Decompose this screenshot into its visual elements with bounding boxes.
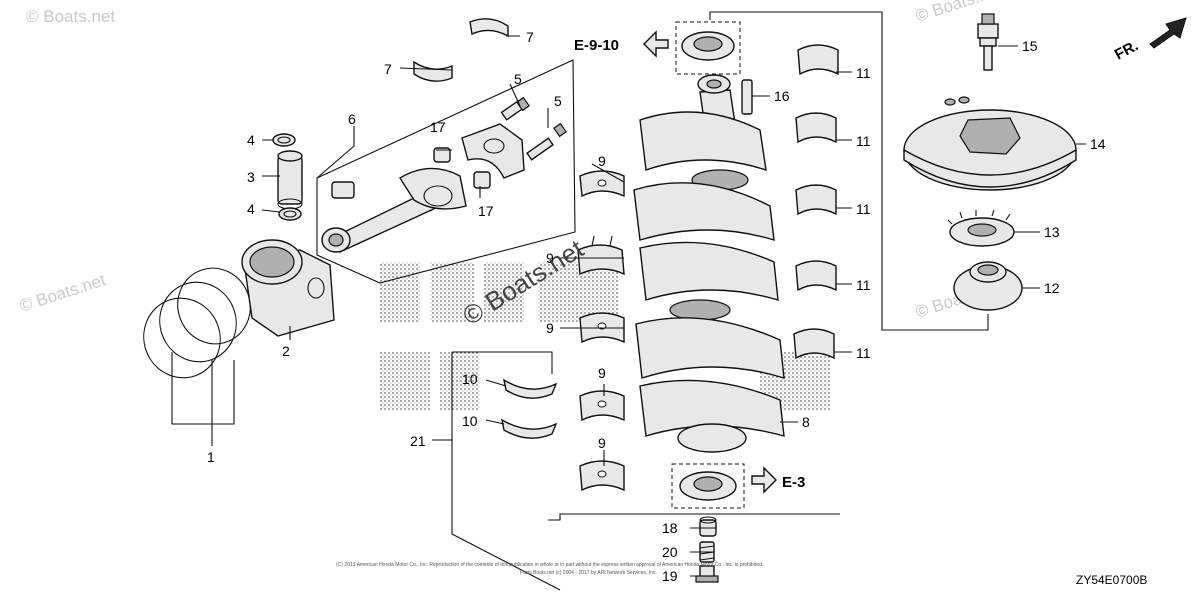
callout-11-b[interactable]: 11 — [856, 133, 871, 149]
oil-seal-bottom[interactable] — [679, 471, 737, 501]
piston-rings[interactable] — [133, 258, 261, 389]
ref-label-top[interactable]: E-9-10 — [574, 37, 619, 54]
callout-15[interactable]: 15 — [1022, 38, 1038, 54]
bolt-15[interactable] — [977, 13, 999, 71]
main-bearing-5[interactable] — [579, 460, 625, 492]
callout-10-lower[interactable]: 10 — [462, 413, 478, 429]
right-group-frame — [709, 11, 989, 331]
callout-7-lower[interactable]: 7 — [384, 61, 392, 77]
rod-bearing-lower[interactable] — [413, 60, 453, 82]
leader-lines — [171, 35, 1086, 577]
rod-cap[interactable] — [461, 123, 525, 179]
ref-label-bottom[interactable]: E-3 — [782, 474, 805, 491]
piston-pin[interactable] — [277, 150, 303, 210]
ref-arrow-top — [643, 30, 669, 58]
callout-3[interactable]: 3 — [247, 169, 255, 185]
copyright-line-1: (C) 2013 American Honda Motor Co., Inc. … — [336, 562, 763, 568]
callout-12[interactable]: 12 — [1044, 280, 1060, 296]
conrod-group-frame — [316, 59, 576, 284]
bolt-cap-18[interactable] — [699, 516, 717, 537]
thrust-washer-group-frame — [451, 351, 561, 591]
rod-bearing-upper[interactable] — [469, 18, 509, 38]
callout-8[interactable]: 8 — [802, 414, 810, 430]
callout-18[interactable]: 18 — [662, 520, 678, 536]
callout-6[interactable]: 6 — [348, 111, 356, 127]
background-logo-pattern — [380, 262, 830, 410]
front-label: FR. — [1112, 37, 1141, 63]
callout-11-e[interactable]: 11 — [856, 345, 871, 361]
rod-bolt-upper[interactable] — [500, 96, 530, 121]
main-bearing-4[interactable] — [579, 390, 625, 422]
piston[interactable] — [241, 239, 335, 337]
callout-21[interactable]: 21 — [410, 433, 426, 449]
bolt-19[interactable] — [695, 565, 719, 583]
crankshaft[interactable] — [633, 74, 785, 453]
top-seal-box — [675, 21, 741, 75]
callout-19[interactable]: 19 — [662, 568, 678, 584]
callout-13[interactable]: 13 — [1044, 224, 1060, 240]
oil-seal-top[interactable] — [681, 31, 735, 61]
callout-17-lower[interactable]: 17 — [478, 203, 494, 219]
bearing-upper-4[interactable] — [795, 260, 837, 292]
callout-20[interactable]: 20 — [662, 544, 678, 560]
callout-2[interactable]: 2 — [282, 343, 290, 359]
callout-4-bottom[interactable]: 4 — [247, 201, 255, 217]
bearing-upper-1[interactable] — [797, 44, 839, 76]
copyright-line-2: Parts Boats.net (c) 2004 - 2017 by ARI N… — [520, 570, 657, 576]
pin-clip-bottom[interactable] — [278, 207, 302, 221]
thrust-washer-upper[interactable] — [502, 378, 558, 399]
callout-9-d[interactable]: 9 — [598, 365, 606, 381]
main-bearing-1[interactable] — [579, 170, 625, 198]
callout-4-top[interactable]: 4 — [247, 132, 255, 148]
diagram-code: ZY54E0700B — [1076, 573, 1147, 587]
timing-sprocket[interactable] — [947, 209, 1015, 247]
pulley[interactable] — [903, 96, 1077, 191]
pin-clip-top[interactable] — [272, 133, 296, 147]
callout-9-e[interactable]: 9 — [598, 435, 606, 451]
bearing-upper-3[interactable] — [795, 184, 837, 216]
thrust-washer-lower[interactable] — [501, 418, 558, 439]
ref-arrow-bottom — [751, 466, 777, 494]
front-direction-arrow — [1149, 17, 1187, 49]
rod-bolt-lower[interactable] — [526, 122, 567, 161]
callout-11-a[interactable]: 11 — [856, 65, 871, 81]
connecting-rod[interactable] — [321, 167, 467, 253]
dowel-pin-upper[interactable] — [433, 147, 451, 163]
callout-1[interactable]: 1 — [207, 449, 215, 465]
callout-9-b[interactable]: 9 — [546, 250, 554, 266]
watermark-top-left: © Boats.net — [26, 7, 115, 26]
callout-9-a[interactable]: 9 — [598, 153, 606, 169]
callout-9-c[interactable]: 9 — [546, 320, 554, 336]
center-group-frame — [548, 513, 840, 521]
callout-16[interactable]: 16 — [774, 88, 790, 104]
woodruff-key[interactable] — [741, 79, 753, 115]
bearing-upper-5[interactable] — [793, 328, 835, 360]
dowel-pin-lower[interactable] — [473, 171, 491, 189]
callout-labels: 1 2 3 4 4 5 5 6 7 7 8 9 9 9 9 9 10 10 11… — [207, 29, 1106, 584]
callout-5-lower[interactable]: 5 — [554, 93, 562, 109]
callout-7-upper[interactable]: 7 — [526, 29, 534, 45]
callout-10-upper[interactable]: 10 — [462, 371, 478, 387]
bottom-seal-box — [671, 463, 745, 509]
callout-11-c[interactable]: 11 — [856, 201, 871, 217]
callout-5-upper[interactable]: 5 — [514, 71, 522, 87]
watermark-left: © Boats.net — [17, 270, 108, 316]
bearing-upper-2[interactable] — [795, 112, 837, 144]
timing-gear[interactable] — [953, 261, 1023, 311]
callout-17-upper[interactable]: 17 — [430, 119, 446, 135]
main-bearing-2[interactable] — [577, 235, 625, 276]
callout-14[interactable]: 14 — [1090, 136, 1106, 152]
callout-11-d[interactable]: 11 — [856, 277, 871, 293]
